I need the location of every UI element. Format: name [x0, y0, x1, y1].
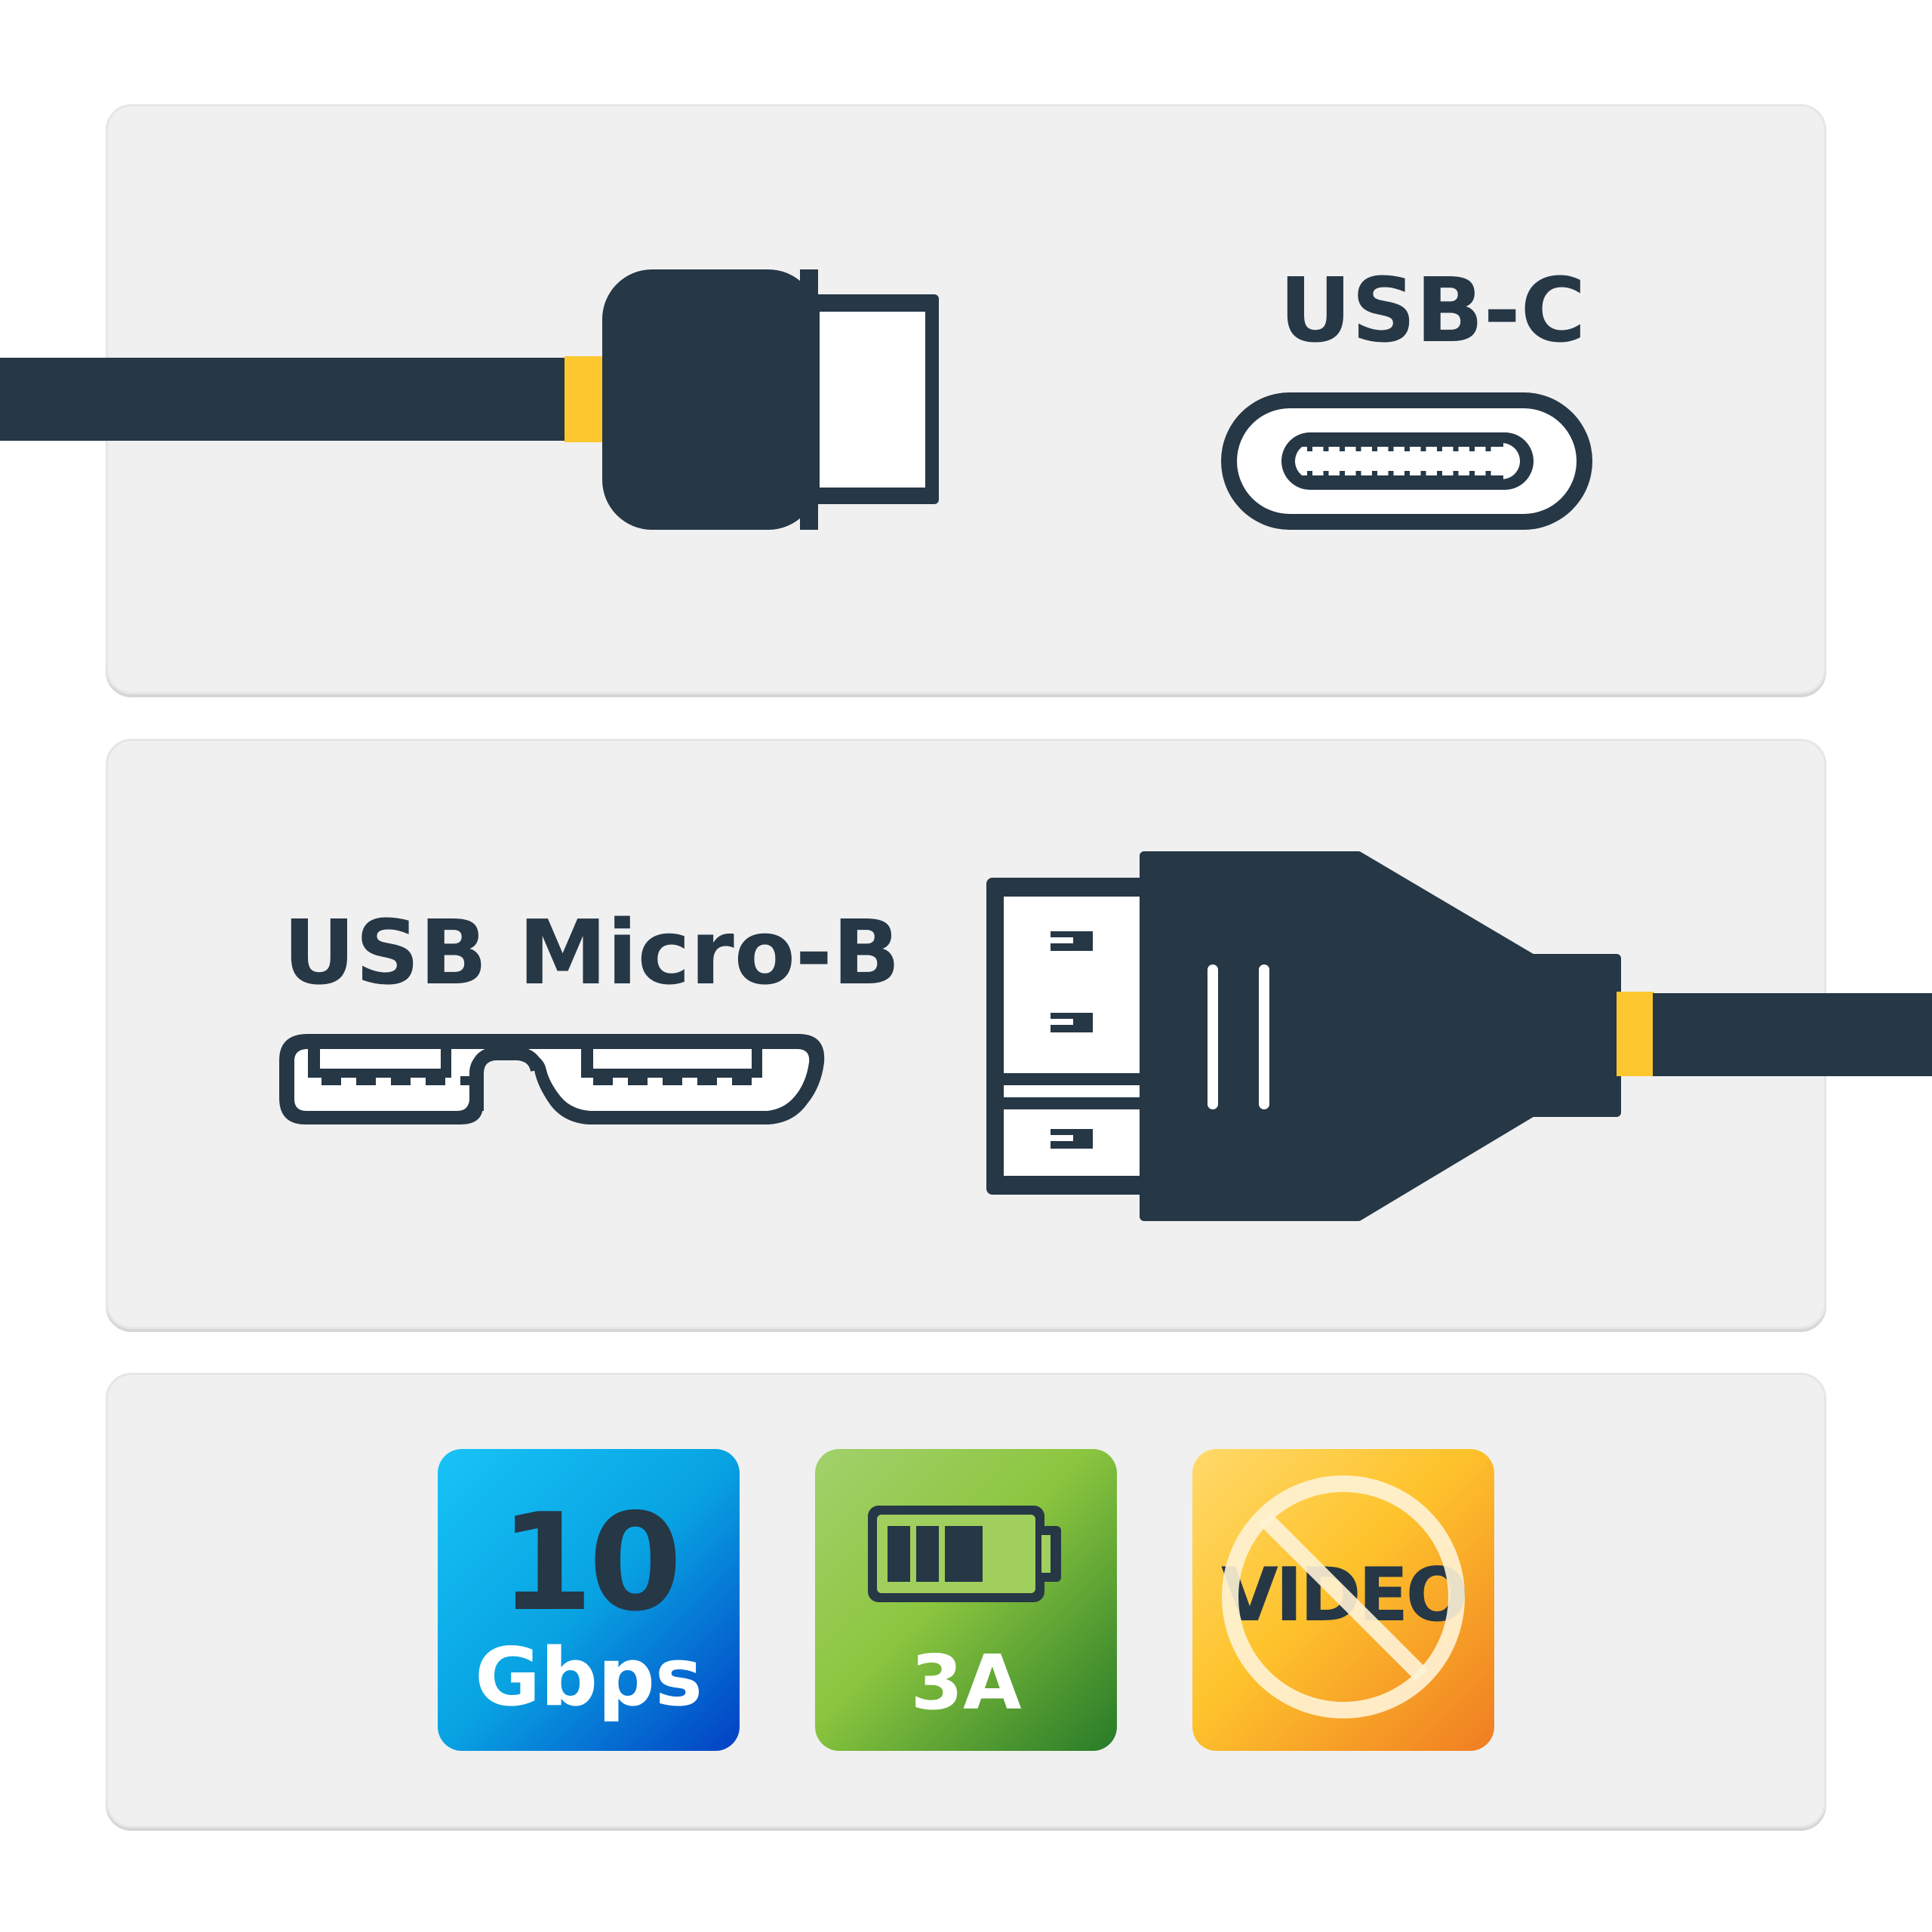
power-badge: 3A — [815, 1449, 1117, 1751]
speed-unit: Gbps — [475, 1631, 703, 1724]
usb-micro-b-panel — [106, 739, 1826, 1329]
battery-icon — [868, 1506, 1061, 1602]
usb-c-panel — [106, 104, 1826, 694]
usb-c-title: USB-C — [1279, 258, 1586, 362]
video-badge: VIDEO — [1192, 1449, 1494, 1751]
usb-micro-b-title: USB Micro-B — [283, 900, 900, 1004]
speed-badge: 10 Gbps — [438, 1449, 740, 1751]
no-video-icon — [1222, 1475, 1465, 1718]
power-value: 3A — [910, 1638, 1022, 1727]
speed-value: 10 — [500, 1484, 682, 1641]
